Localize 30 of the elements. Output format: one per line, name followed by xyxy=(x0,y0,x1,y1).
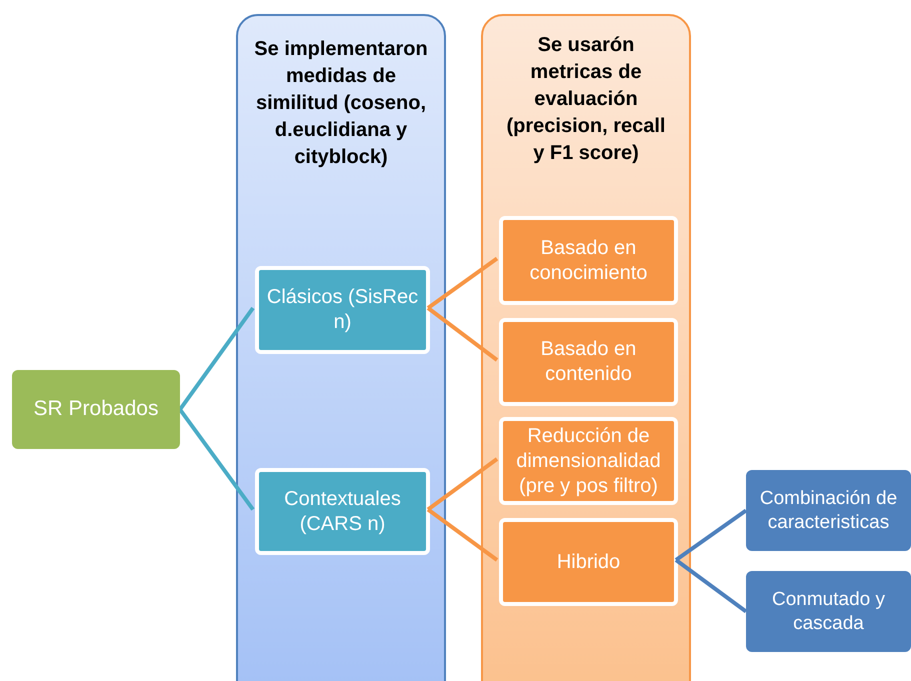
node-label: Basado en contenido xyxy=(540,337,638,387)
node-label: Conmutado y cascada xyxy=(770,588,886,636)
node-label: Basado en conocimiento xyxy=(528,236,648,286)
connector-line xyxy=(426,256,498,310)
group-band xyxy=(481,14,691,681)
connector-line xyxy=(426,508,498,562)
connector-line xyxy=(426,306,498,362)
process-box xyxy=(255,266,430,354)
node-label: Hibrido xyxy=(556,550,622,574)
connector-line xyxy=(426,457,498,512)
node-label: Combinación de caracteristicas xyxy=(758,486,898,534)
group-band xyxy=(236,14,446,681)
process-box xyxy=(499,417,678,505)
group-heading: Se usarón metricas de evaluación (precision, recall y F1 score) xyxy=(506,33,666,166)
node-label: Reducción de dimensionalidad (pre y pos filtro) xyxy=(515,424,662,498)
node-label: Contextuales (CARS n) xyxy=(283,486,402,536)
node-label: SR Probados xyxy=(32,396,160,422)
node-label: Clásicos (SisRec n) xyxy=(266,285,420,335)
process-box xyxy=(499,518,678,606)
process-box xyxy=(12,370,180,449)
connector-line xyxy=(178,306,255,411)
process-box xyxy=(499,318,678,406)
connector-line xyxy=(674,558,748,614)
process-box xyxy=(499,216,678,305)
connector-line xyxy=(674,508,748,562)
process-box xyxy=(746,571,911,652)
group-heading: Se implementaron medidas de similitud (coseno, d.euclidiana y cityblock) xyxy=(253,37,429,170)
process-box xyxy=(255,468,430,555)
connector-line xyxy=(178,408,255,511)
process-box xyxy=(746,470,911,551)
